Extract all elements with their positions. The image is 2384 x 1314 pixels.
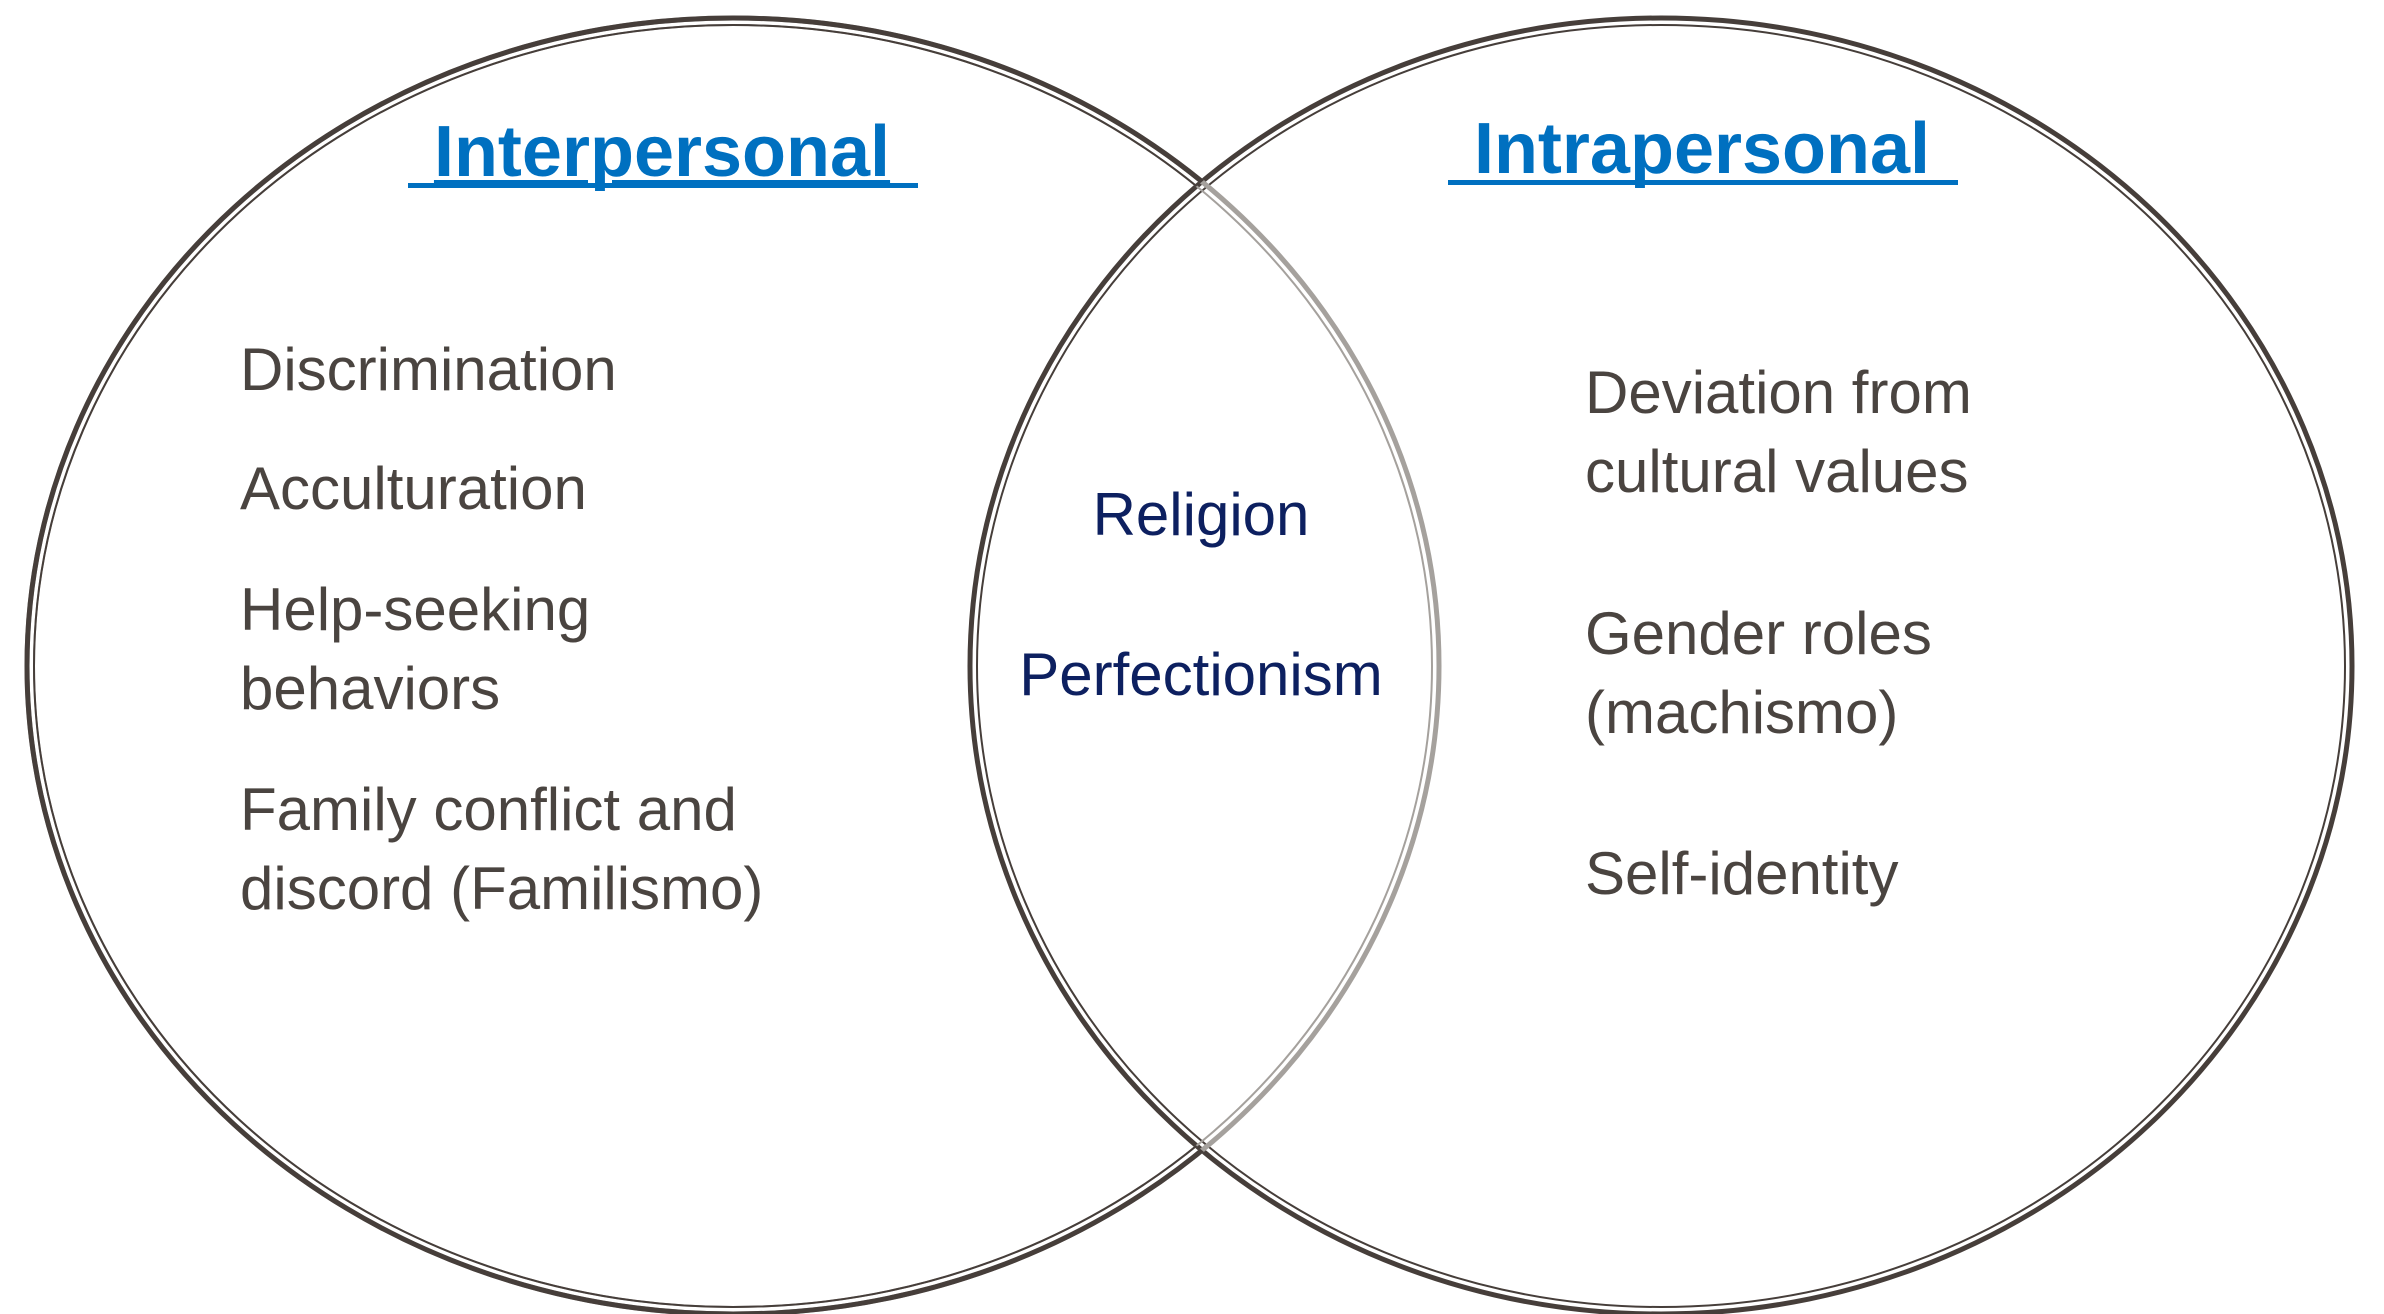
left-item: Discrimination [240,336,617,403]
right-item: (machismo) [1585,679,1898,746]
interpersonal-title: Interpersonal [434,112,890,192]
overlap-item: Religion [1093,481,1310,548]
intrapersonal-underline [1448,180,1958,185]
right-item: Deviation from [1585,359,1972,426]
left-item: behaviors [240,655,500,722]
left-item: Acculturation [240,455,587,522]
right-item: Self-identity [1585,840,1898,907]
left-item: Family conflict and [240,776,737,843]
left-item: Help-seeking [240,576,590,643]
interpersonal-underline [408,183,918,188]
right-circle [967,15,2355,1314]
left-circle [24,15,1442,1314]
right-item: Gender roles [1585,600,1932,667]
right-item: cultural values [1585,438,1969,505]
overlap-item: Perfectionism [1019,641,1382,708]
left-item: discord (Familismo) [240,855,763,922]
intrapersonal-title: Intrapersonal [1474,109,1930,189]
